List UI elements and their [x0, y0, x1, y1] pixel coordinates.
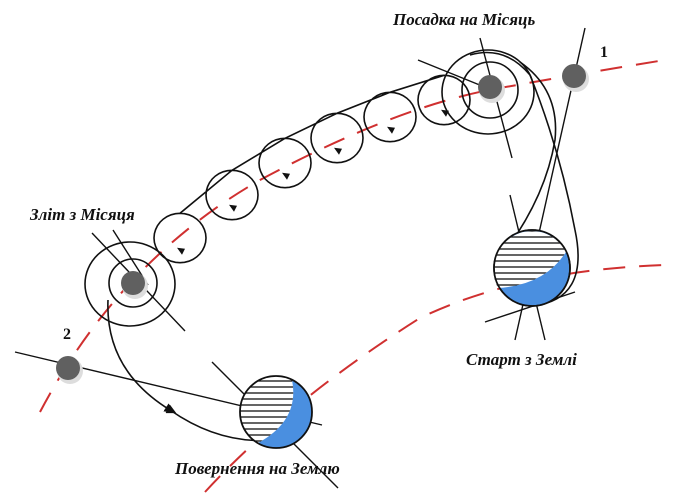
moon-landing — [478, 75, 505, 103]
spiral-arrow-icon — [387, 126, 395, 134]
label-landing: Посадка на Місяць — [393, 10, 536, 29]
spiral-trajectory — [153, 74, 471, 264]
moon-position-2 — [56, 356, 83, 384]
marker-1: 1 — [600, 44, 608, 61]
moon-takeoff — [121, 271, 148, 299]
marker-2: 2 — [63, 326, 71, 343]
spiral-arrow-icon — [229, 204, 237, 212]
label-start: Старт з Землі — [466, 350, 577, 369]
spiral-arrow-icon — [282, 172, 290, 180]
label-takeoff: Зліт з Місяця — [30, 205, 135, 224]
label-return: Повернення на Землю — [175, 459, 340, 478]
earth-return — [239, 375, 313, 449]
spiral-arrow-icon — [177, 247, 185, 255]
moon-position-1 — [562, 64, 589, 92]
landing-orbits — [441, 49, 579, 307]
spiral-arrow-icon — [334, 147, 342, 155]
spiral-arrows — [177, 109, 449, 255]
takeoff-orbits — [84, 241, 276, 442]
earth-start — [493, 229, 571, 307]
